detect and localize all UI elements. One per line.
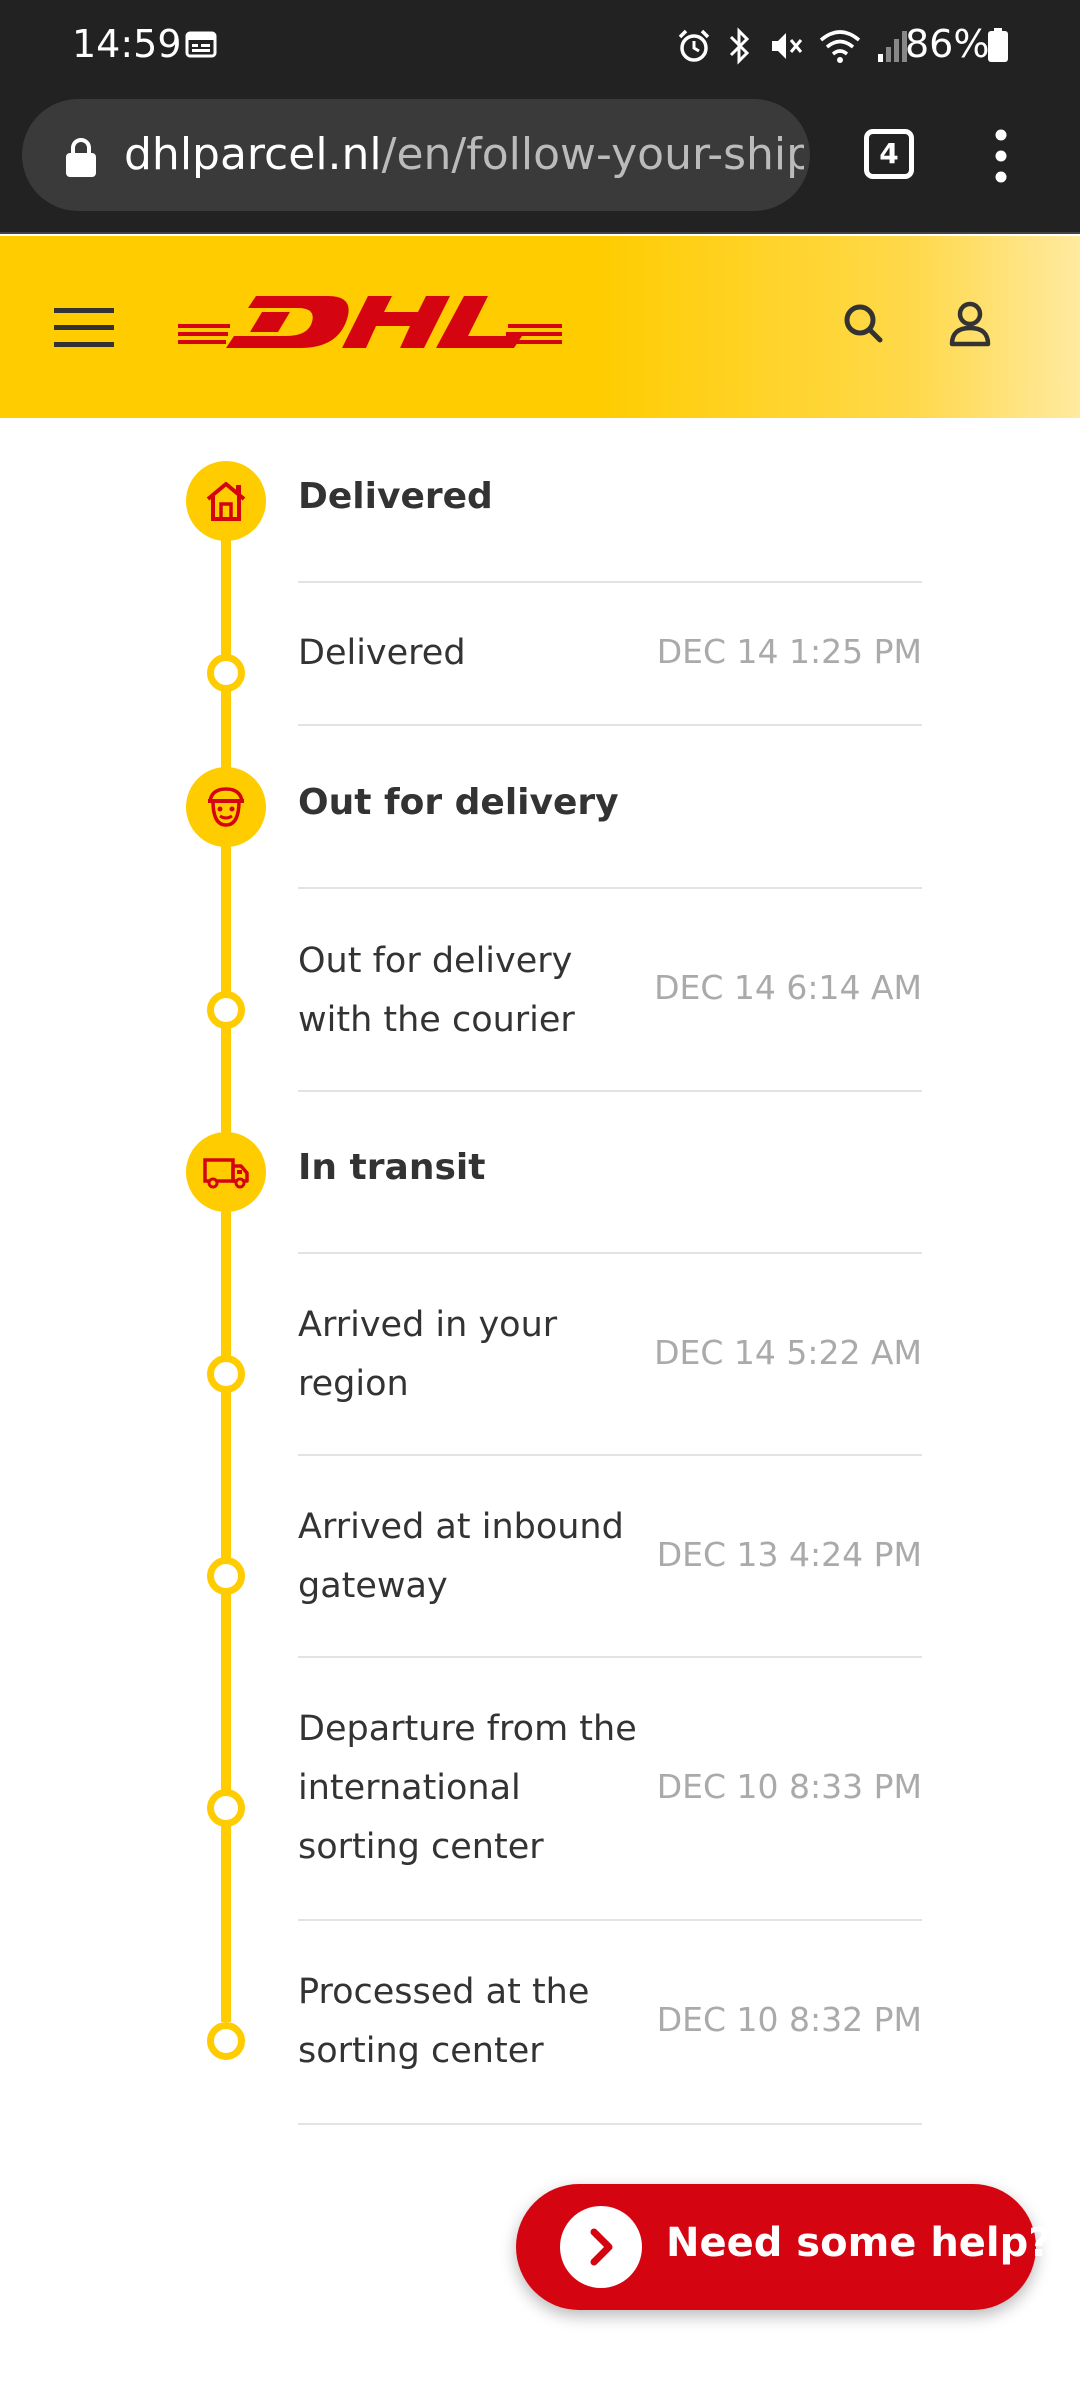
tab-switcher-button[interactable]: 4 [864,129,914,179]
divider [298,1090,922,1092]
event-timestamp: DEC 14 6:14 AM [654,968,922,1007]
truck-icon [203,1158,249,1189]
event-timestamp: DEC 13 4:24 PM [656,1535,922,1574]
signal-icon [878,31,907,62]
lock-icon [66,138,96,177]
calendar-icon [185,31,217,58]
status-time: 14:59 [72,22,182,66]
hamburger-menu-icon[interactable] [54,306,114,350]
timeline-dot [207,1789,245,1827]
event-description: Departure from the international sorting… [298,1709,637,1867]
help-label: Need some help? [666,2220,1052,2266]
out-for-delivery-status-icon [186,767,266,847]
timeline-rail [221,500,231,2022]
divider [298,1919,922,1921]
divider [298,1454,922,1456]
timeline-dot [207,654,245,692]
house-icon [206,482,246,521]
battery-percentage: 86% [905,22,990,66]
section-title-out-for-delivery: Out for delivery [298,782,619,823]
divider [298,1252,922,1254]
chevron-right-icon [590,2228,613,2266]
divider [298,581,922,583]
url-text[interactable]: dhlparcel.nl/en/follow-your-shipm [124,127,804,183]
status-icons [676,26,910,66]
event-description: Delivered [298,633,466,673]
address-bar[interactable]: dhlparcel.nl/en/follow-your-shipm [22,99,810,211]
section-title-in-transit: In transit [298,1147,486,1188]
help-chevron-circle [560,2206,642,2288]
divider [298,887,922,889]
event-timestamp: DEC 10 8:32 PM [656,2000,922,2039]
timeline-dot [207,991,245,1029]
more-options-icon[interactable] [986,126,1016,186]
in-transit-status-icon [186,1132,266,1212]
timeline-dot [207,1557,245,1595]
site-header [0,236,1080,418]
url-domain: dhlparcel.nl [124,129,382,180]
dhl-logo[interactable] [178,286,562,368]
wifi-icon [819,30,861,63]
timeline-dot [207,1355,245,1393]
section-title-delivered: Delivered [298,476,493,517]
event-description: Out for delivery with the courier [298,941,575,1040]
browser-toolbar: dhlparcel.nl/en/follow-your-shipm 4 [0,92,1080,234]
event-timestamp: DEC 14 1:25 PM [656,632,922,671]
divider [298,724,922,726]
event-timestamp: DEC 10 8:33 PM [656,1767,922,1806]
battery-icon [988,28,1008,62]
bluetooth-icon [729,27,750,65]
event-description: Arrived in your region [298,1305,558,1404]
event-description: Arrived at inbound gateway [298,1507,624,1606]
shipment-timeline: Delivered Delivered DEC 14 1:25 PM Out f… [0,418,1080,2400]
timeline-dot [207,2022,245,2060]
divider [298,2123,922,2125]
url-path: /en/follow-your-shipm [381,129,804,180]
search-icon[interactable] [838,298,890,350]
divider [298,1656,922,1658]
alarm-icon [678,29,710,62]
courier-icon [208,787,244,827]
status-bar: 14:59 86% [0,0,1080,92]
event-description: Processed at the sorting center [298,1972,590,2071]
mute-icon [772,33,803,59]
account-icon[interactable] [944,298,996,350]
event-timestamp: DEC 14 5:22 AM [654,1333,922,1372]
need-help-button[interactable]: Need some help? [516,2184,1051,2310]
delivered-status-icon [186,461,266,541]
